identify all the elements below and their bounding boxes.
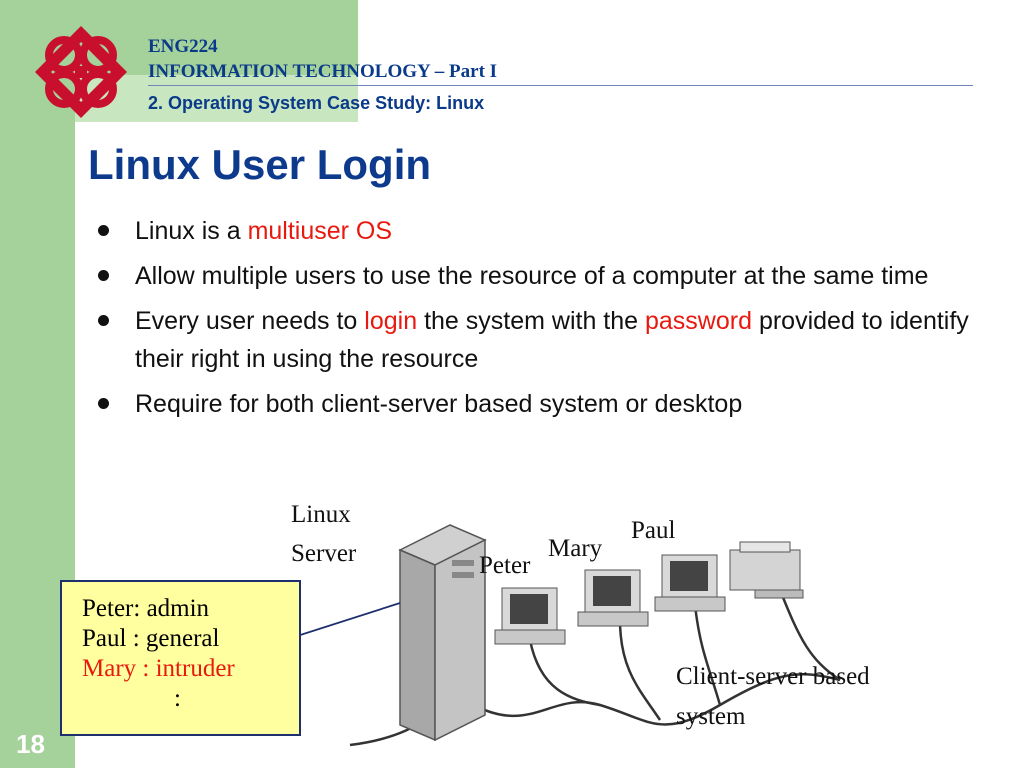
account-mary: Mary : intruder [82,655,235,682]
client-computer-paul-icon [654,554,726,612]
bullet-item: Every user needs to login the system wit… [98,302,1008,378]
highlight-multiuser: multiuser OS [247,217,393,245]
bullet-list: Linux is a multiuser OS Allow multiple u… [98,212,1008,430]
top-green-panel-lower [75,75,358,122]
server-label-line1: Linux [291,501,351,528]
bullet-dot-icon [98,225,109,236]
course-header: ENG224 INFORMATION TECHNOLOGY – Part I [148,34,497,84]
highlight-password: password [645,307,752,335]
bullet-item: Linux is a multiuser OS [98,212,1008,250]
printer-icon [729,541,804,599]
account-paul: Paul : general [82,625,220,652]
slide-title: Linux User Login [88,141,432,188]
bullet-dot-icon [98,398,109,409]
university-logo-icon [35,26,127,118]
bullet-item: Require for both client-server based sys… [98,385,1008,423]
highlight-login: login [364,307,418,335]
caption-line1: Client-server based [676,663,870,690]
section-title: 2. Operating System Case Study: Linux [148,93,485,113]
client-label-mary: Mary [548,535,603,562]
header-divider [148,85,973,86]
course-title: INFORMATION TECHNOLOGY – Part I [148,61,498,82]
course-code: ENG224 [148,36,218,57]
client-label-paul: Paul [631,517,676,544]
top-green-panel [75,0,358,75]
server-tower-icon [398,524,487,742]
caption-line2: system [676,703,746,730]
account-peter: Peter: admin [82,595,210,622]
account-ellipsis: : [174,685,181,712]
client-computer-mary-icon [577,569,649,627]
user-accounts-box: Peter: admin Paul : general Mary : intru… [60,580,301,736]
bullet-dot-icon [98,315,109,326]
client-label-peter: Peter [479,552,531,579]
network-illustration [300,524,841,747]
client-computer-peter-icon [494,587,566,645]
page-number: 18 [16,729,45,759]
bullet-dot-icon [98,270,109,281]
bullet-item: Allow multiple users to use the resource… [98,257,1008,295]
server-label-line2: Server [291,540,357,567]
